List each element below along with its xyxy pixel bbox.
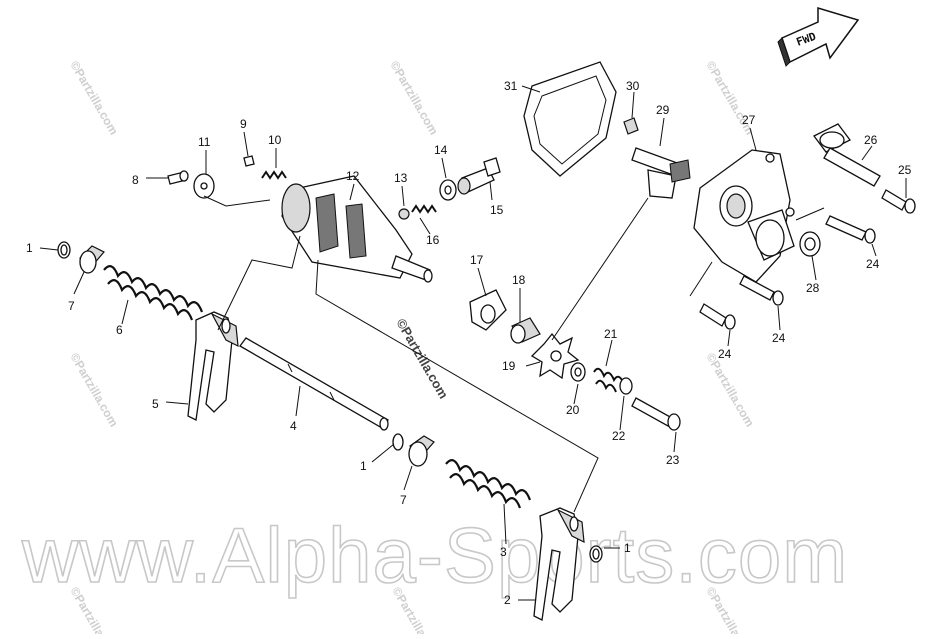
part-30-pin [623, 117, 639, 135]
part-7-bushing-middle [408, 435, 435, 467]
part-9-pin [243, 155, 255, 167]
part-11-plate [193, 173, 215, 199]
part-12-shift-drum [281, 175, 433, 283]
part-20-washer [570, 362, 586, 382]
part-24-bolt-mid [739, 275, 784, 306]
watermark-5: ©Partzilla.com [703, 351, 757, 430]
callout-3: 3 [500, 545, 507, 559]
callout-14: 14 [434, 143, 448, 157]
part-23-bolt [631, 397, 681, 431]
part-24-bolt-low [699, 303, 736, 330]
part-17-plate [469, 289, 507, 331]
callout-10: 10 [268, 133, 282, 147]
part-7-bushing-upper [79, 245, 105, 274]
callout-24-right: 24 [866, 257, 880, 271]
forward-arrow-icon: FWD [777, 6, 860, 67]
callout-6: 6 [116, 323, 123, 337]
callout-21: 21 [604, 327, 618, 341]
callout-26: 26 [864, 133, 878, 147]
watermark-2: ©Partzilla.com [387, 59, 441, 138]
callout-28: 28 [806, 281, 820, 295]
part-31-gasket [523, 61, 617, 177]
part-22-washer [619, 377, 633, 395]
watermark-1: ©Partzilla.com [67, 59, 121, 138]
part-8-bolt [167, 170, 189, 185]
callout-2: 2 [504, 593, 511, 607]
part-26-arm [813, 123, 881, 187]
part-14-washer [439, 179, 457, 201]
callout-27: 27 [742, 113, 756, 127]
leader-lines [39, 85, 907, 601]
callout-19: 19 [502, 359, 516, 373]
watermark-4: ©Partzilla.com [67, 351, 121, 430]
part-5-shift-fork [187, 311, 239, 421]
callout-18: 18 [512, 273, 526, 287]
callout-1-upper: 1 [26, 241, 33, 255]
part-3-spring [445, 459, 532, 509]
part-1-clip-middle [392, 433, 404, 451]
callout-1-middle: 1 [360, 459, 367, 473]
callout-31: 31 [504, 79, 518, 93]
part-29-shaft [631, 147, 691, 199]
callout-7-middle: 7 [400, 493, 407, 507]
callout-8: 8 [132, 173, 139, 187]
part-28-seal [799, 231, 821, 257]
callout-25: 25 [898, 163, 912, 177]
part-15-plug [457, 157, 501, 195]
callout-11: 11 [198, 135, 211, 149]
part-19-star-cam [530, 332, 580, 380]
callout-23: 23 [666, 453, 680, 467]
part-24-bolt-right [825, 215, 876, 244]
part-21-spring [593, 367, 625, 393]
watermark-center: ©Partzilla.com [393, 316, 451, 401]
part-6-spring [103, 265, 204, 321]
callout-24-low: 24 [718, 347, 732, 361]
part-16-spring [411, 204, 437, 214]
part-18-bushing [510, 317, 541, 344]
part-1-clip-upper [57, 241, 71, 259]
callout-30: 30 [626, 79, 640, 93]
part-25-bolt [881, 189, 916, 214]
part-2-shift-fork [533, 507, 585, 621]
part-13-ball [398, 208, 410, 220]
callout-17: 17 [470, 253, 484, 267]
callout-7-upper: 7 [68, 299, 75, 313]
callout-1-lower: 1 [624, 541, 631, 555]
callout-29: 29 [656, 103, 670, 117]
part-4-shaft [239, 337, 389, 431]
callout-24-mid: 24 [772, 331, 786, 345]
part-10-spring [261, 170, 287, 180]
callout-5: 5 [152, 397, 159, 411]
large-watermark: www.Alpha-Sports.com [21, 511, 848, 599]
part-1-clip-lower [589, 545, 603, 563]
callout-9: 9 [240, 117, 247, 131]
callout-numbers: 1 7 6 5 4 1 7 3 2 1 8 11 9 10 12 13 14 1… [26, 79, 912, 607]
callout-13: 13 [394, 171, 408, 185]
callout-20: 20 [566, 403, 580, 417]
callout-15: 15 [490, 203, 504, 217]
callout-12: 12 [346, 169, 360, 183]
callout-4: 4 [290, 419, 297, 433]
callout-16: 16 [426, 233, 440, 247]
part-27-cover [693, 149, 795, 283]
callout-22: 22 [612, 429, 626, 443]
